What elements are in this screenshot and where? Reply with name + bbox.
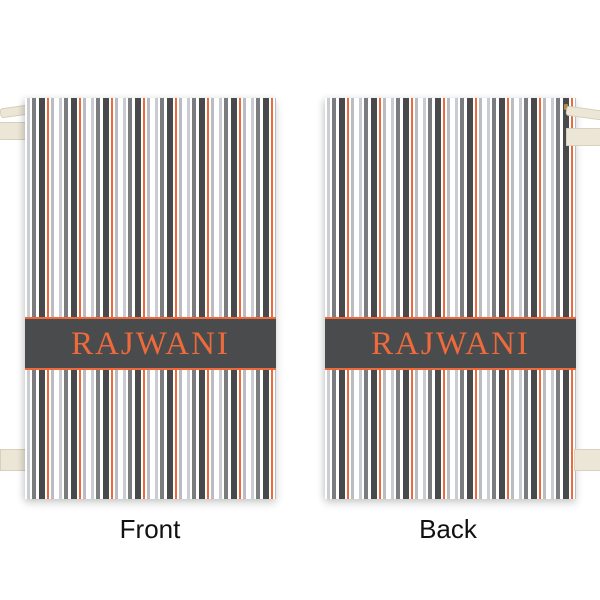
drawstring-bottom — [0, 449, 27, 471]
view-label-front: Front — [119, 514, 181, 544]
name-band: RAJWANI — [25, 317, 276, 370]
name-band: RAJWANI — [325, 317, 576, 370]
drawstring-top-lower — [566, 128, 600, 146]
view-label-back: Back — [419, 514, 477, 544]
bag-back: RAJWANI — [325, 98, 576, 499]
personalization-text: RAJWANI — [371, 326, 530, 362]
personalization-text: RAJWANI — [71, 326, 230, 362]
front-view: RAJWANI Front — [0, 98, 276, 544]
back-view: RAJWANI Back — [300, 0, 600, 600]
bag-front: RAJWANI — [25, 98, 276, 499]
drawstring-bottom — [574, 449, 600, 471]
